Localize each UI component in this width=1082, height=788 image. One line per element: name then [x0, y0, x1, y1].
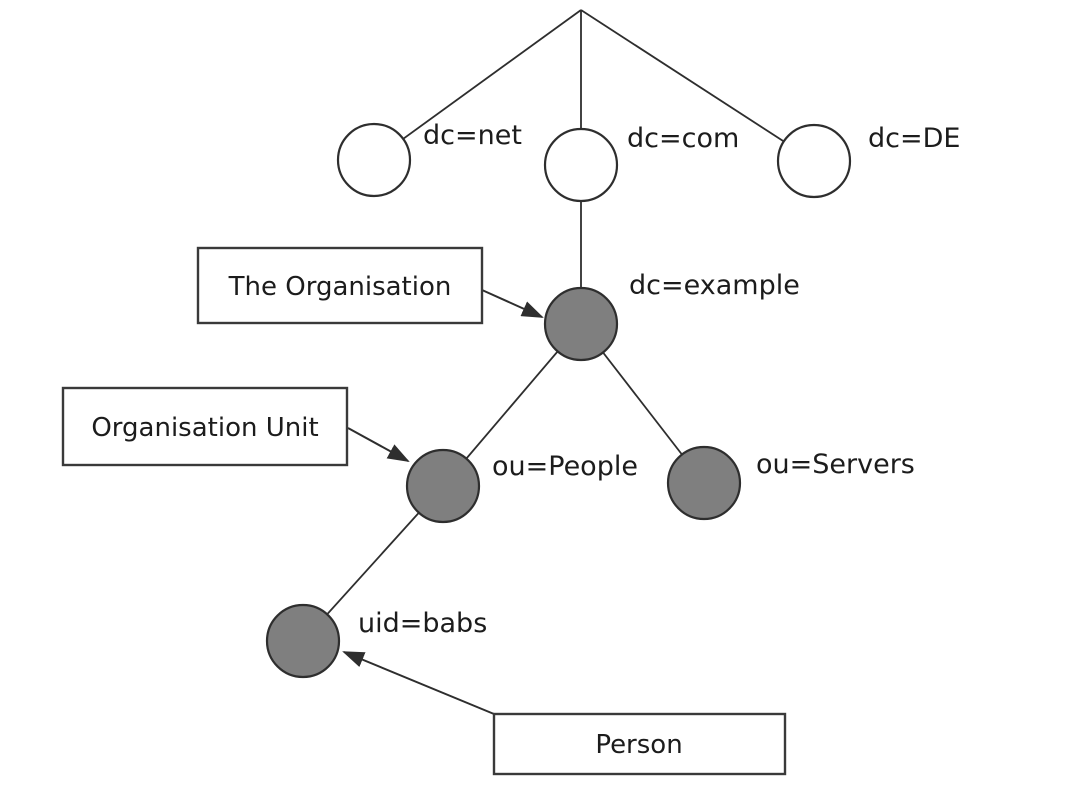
annotation-arrow-person	[342, 651, 495, 715]
node-dc-de	[776, 123, 852, 199]
annotation-label-person: Person	[595, 730, 682, 760]
node-ou-people	[405, 448, 481, 524]
annotation-label-the-organisation: The Organisation	[228, 272, 452, 302]
node-label-dc-net: dc=net	[423, 120, 522, 151]
edge-root-to-dc-de	[580, 9, 815, 162]
annotation-arrow-organisation-unit	[347, 427, 410, 462]
node-ou-servers	[666, 445, 742, 521]
annotation-label-organisation-unit: Organisation Unit	[91, 413, 318, 443]
node-label-dc-example: dc=example	[629, 270, 800, 301]
node-uid-babs	[265, 603, 341, 679]
node-label-uid-babs: uid=babs	[358, 608, 487, 639]
node-label-ou-servers: ou=Servers	[756, 449, 915, 480]
node-dc-net	[336, 122, 412, 198]
annotation-box-organisation-unit	[61, 386, 349, 467]
annotation-arrow-the-organisation	[481, 289, 544, 318]
annotation-box-the-organisation	[196, 246, 484, 325]
node-label-ou-people: ou=People	[492, 451, 638, 482]
node-label-dc-com: dc=com	[627, 123, 739, 154]
annotation-box-person	[492, 712, 787, 776]
node-dc-com	[543, 127, 619, 203]
edge-root-to-dc-net	[373, 9, 582, 161]
node-dc-example	[543, 286, 619, 362]
node-label-dc-de: dc=DE	[868, 123, 960, 154]
